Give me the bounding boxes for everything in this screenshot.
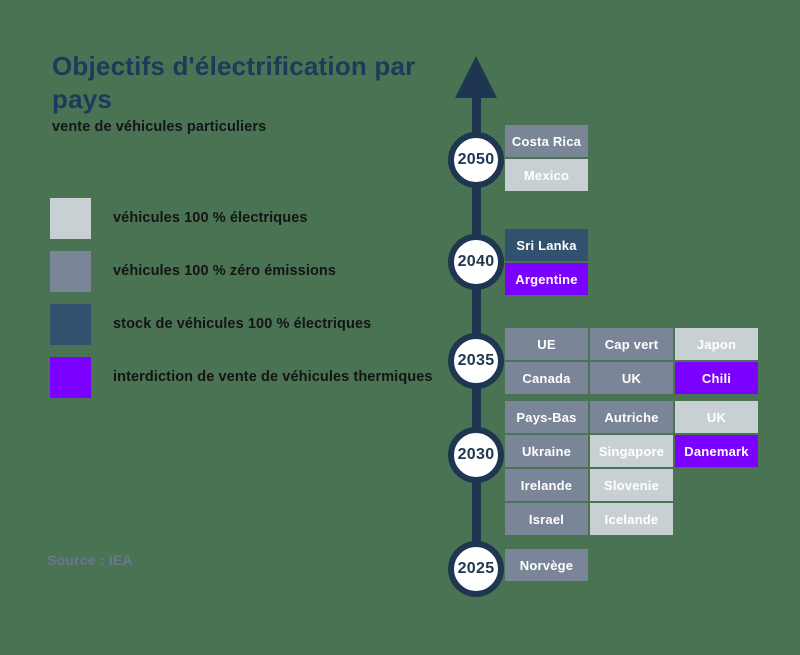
country-box[interactable]: Costa Rica bbox=[505, 125, 588, 157]
country-box[interactable]: Canada bbox=[505, 362, 588, 394]
timeline-node-2025[interactable]: 2025 bbox=[448, 541, 504, 597]
country-box[interactable]: Autriche bbox=[590, 401, 673, 433]
country-row: Norvège bbox=[505, 549, 588, 581]
country-box[interactable]: Sri Lanka bbox=[505, 229, 588, 261]
country-group-2025: Norvège bbox=[505, 549, 588, 583]
legend-swatch-ice-ban bbox=[50, 356, 91, 398]
country-box[interactable]: Ukraine bbox=[505, 435, 588, 467]
timeline-node-2040[interactable]: 2040 bbox=[448, 234, 504, 290]
country-box[interactable]: UE bbox=[505, 328, 588, 360]
country-box[interactable]: Pays-Bas bbox=[505, 401, 588, 433]
source-note: Source : IEA bbox=[47, 552, 133, 568]
legend-item-electric-stock: stock de véhicules 100 % électriques bbox=[50, 302, 450, 346]
timeline-node-2035[interactable]: 2035 bbox=[448, 333, 504, 389]
country-box[interactable]: Japon bbox=[675, 328, 758, 360]
country-box[interactable]: UK bbox=[590, 362, 673, 394]
legend-label-zero-emission: véhicules 100 % zéro émissions bbox=[113, 263, 337, 279]
country-box[interactable]: Mexico bbox=[505, 159, 588, 191]
country-row: Mexico bbox=[505, 159, 588, 191]
country-box[interactable]: Chili bbox=[675, 362, 758, 394]
legend-label-ice-ban: interdiction de vente de véhicules therm… bbox=[113, 369, 433, 385]
legend-swatch-zero-emission bbox=[50, 250, 91, 292]
page-subtitle: vente de véhicules particuliers bbox=[52, 119, 267, 135]
country-row: Costa Rica bbox=[505, 125, 588, 157]
country-box[interactable]: Israel bbox=[505, 503, 588, 535]
timeline-arrow-icon bbox=[455, 56, 497, 98]
timeline-axis bbox=[472, 92, 481, 570]
country-row: Argentine bbox=[505, 263, 588, 295]
country-box[interactable]: Slovenie bbox=[590, 469, 673, 501]
country-row: Sri Lanka bbox=[505, 229, 588, 261]
legend-label-full-electric: véhicules 100 % électriques bbox=[113, 210, 308, 226]
country-box[interactable]: Singapore bbox=[590, 435, 673, 467]
country-box[interactable]: Argentine bbox=[505, 263, 588, 295]
legend-swatch-electric-stock bbox=[50, 303, 91, 345]
country-box[interactable]: Norvège bbox=[505, 549, 588, 581]
legend-item-ice-ban: interdiction de vente de véhicules therm… bbox=[50, 355, 450, 399]
legend-item-zero-emission: véhicules 100 % zéro émissions bbox=[50, 249, 450, 293]
timeline-node-2050[interactable]: 2050 bbox=[448, 132, 504, 188]
country-box[interactable]: Irelande bbox=[505, 469, 588, 501]
timeline-node-2030[interactable]: 2030 bbox=[448, 427, 504, 483]
country-box[interactable]: Danemark bbox=[675, 435, 758, 467]
country-box[interactable]: UK bbox=[675, 401, 758, 433]
legend-label-electric-stock: stock de véhicules 100 % électriques bbox=[113, 316, 372, 332]
page-title: Objectifs d'électrification par pays bbox=[52, 51, 416, 114]
country-box[interactable]: Icelande bbox=[590, 503, 673, 535]
legend-item-full-electric: véhicules 100 % électriques bbox=[50, 196, 450, 240]
legend-swatch-full-electric bbox=[50, 197, 91, 239]
country-box[interactable]: Cap vert bbox=[590, 328, 673, 360]
legend: véhicules 100 % électriques véhicules 10… bbox=[50, 196, 450, 399]
